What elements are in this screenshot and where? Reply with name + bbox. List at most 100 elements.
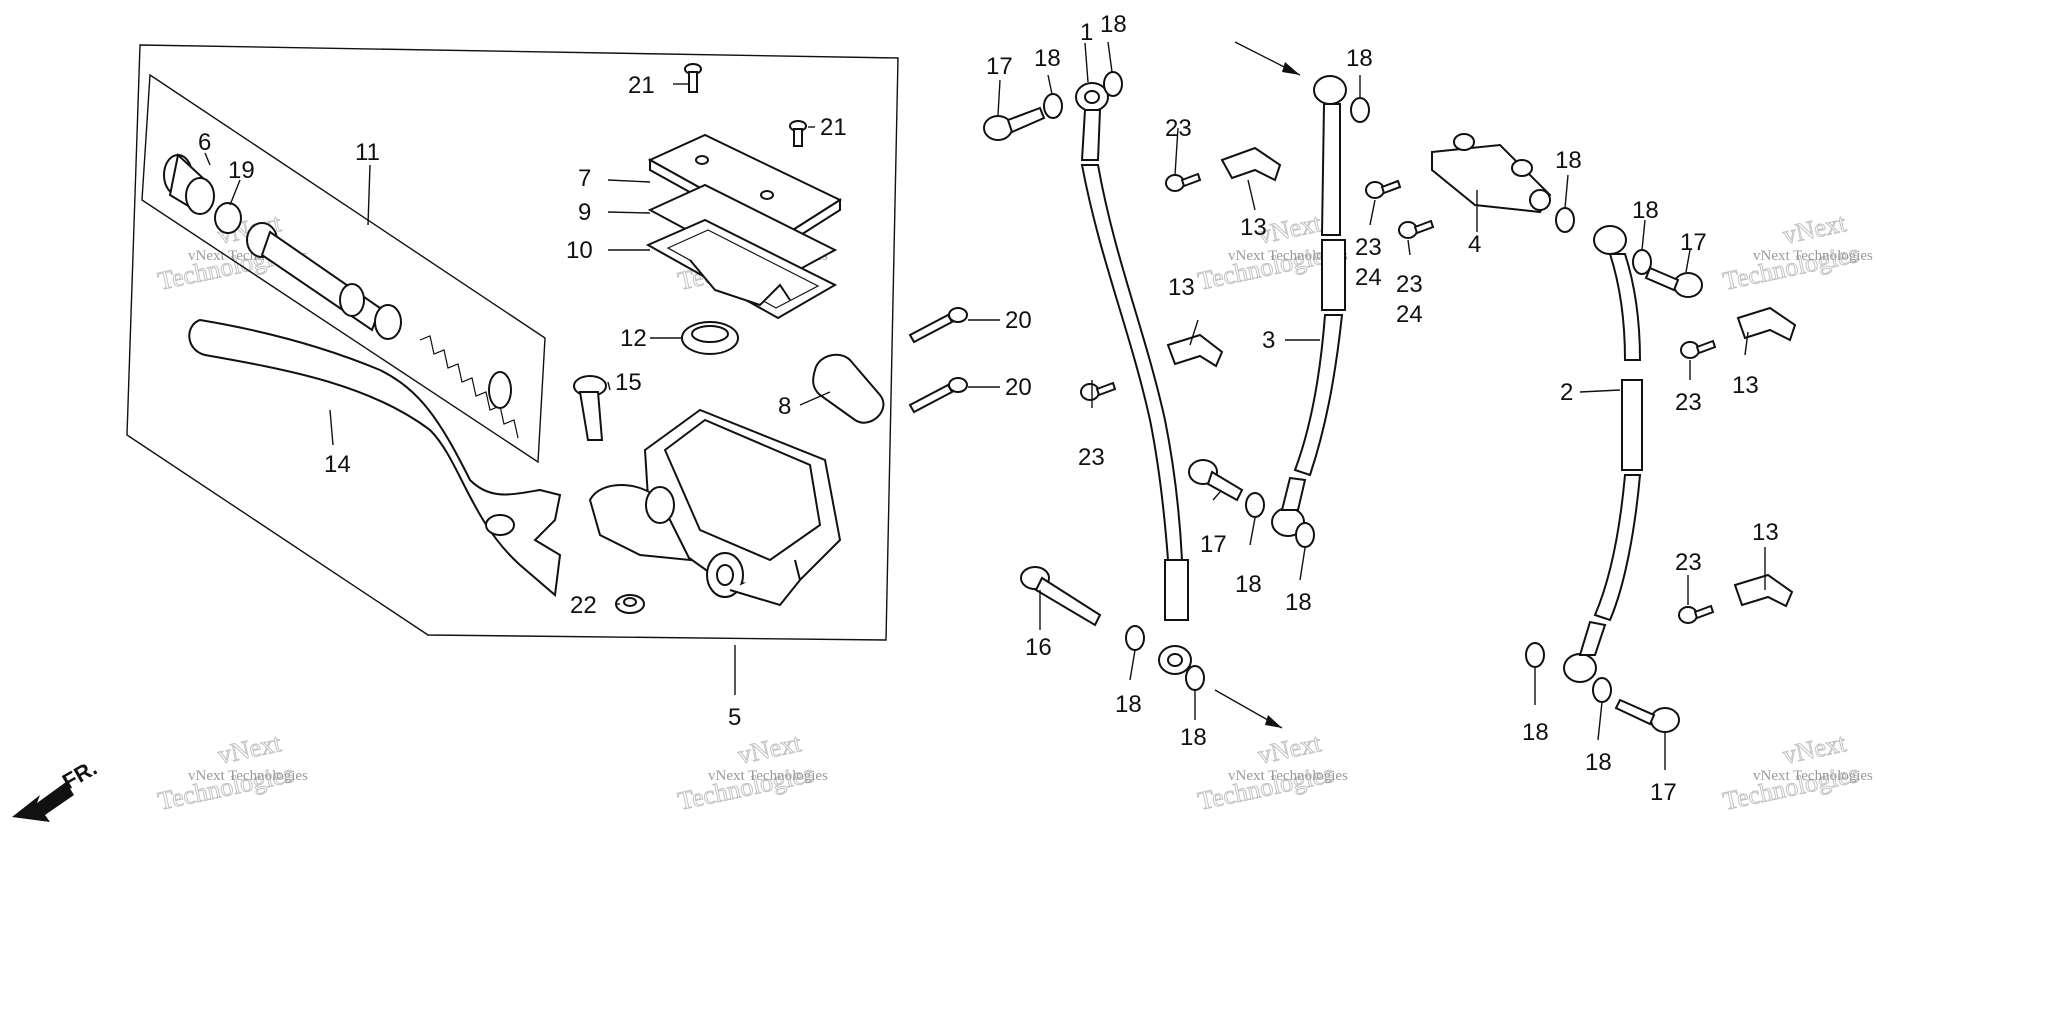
banjo-bolt-part-17 xyxy=(1188,459,1244,502)
leader-lines xyxy=(204,41,1766,770)
callout-13: 13 xyxy=(1752,519,1779,546)
watermark: vNext Technologies vNext Technologies xyxy=(675,728,828,817)
callout-18: 18 xyxy=(1585,749,1612,776)
assembly-11-outline xyxy=(141,73,546,464)
bolt-part-23 xyxy=(1398,219,1435,239)
callout-18: 18 xyxy=(1285,589,1312,616)
callout-3: 3 xyxy=(1262,327,1275,354)
callout-23: 23 xyxy=(1355,234,1382,261)
svg-text:vNext Technologies: vNext Technologies xyxy=(1228,248,1348,264)
svg-text:vNext Technologies: vNext Technologies xyxy=(708,768,828,784)
clamp-part-13 xyxy=(1220,146,1282,182)
callout-8: 8 xyxy=(778,393,791,420)
callout-21: 21 xyxy=(820,114,847,141)
callout-18: 18 xyxy=(1632,197,1659,224)
callout-18: 18 xyxy=(1522,719,1549,746)
callout-17: 17 xyxy=(1680,229,1707,256)
callout-19: 19 xyxy=(228,157,255,184)
boot-part-6 xyxy=(163,153,215,215)
callout-17: 17 xyxy=(986,53,1013,80)
callout-2: 2 xyxy=(1560,379,1573,406)
circlip-part-19 xyxy=(214,202,242,234)
washers-part-18 xyxy=(1043,71,1652,703)
brake-hose-part-3 xyxy=(1271,75,1347,537)
callout-18: 18 xyxy=(1346,45,1373,72)
banjo-bolt-part-17 xyxy=(1644,266,1703,298)
clamp-part-13 xyxy=(1736,306,1797,342)
callout-13: 13 xyxy=(1732,372,1759,399)
callout-12: 12 xyxy=(620,325,647,352)
callout-23: 23 xyxy=(1165,115,1192,142)
callout-18: 18 xyxy=(1034,45,1061,72)
screw-part-21 xyxy=(789,120,807,147)
three-way-joint-part-4 xyxy=(1431,133,1552,214)
callout-23: 23 xyxy=(1675,389,1702,416)
screw-part-21 xyxy=(684,63,702,93)
bolt-part-20 xyxy=(908,377,968,414)
bolt-part-23 xyxy=(1365,179,1402,199)
callout-1: 1 xyxy=(1080,19,1093,46)
diaphragm-part-10 xyxy=(645,218,838,320)
spring xyxy=(419,335,519,439)
callout-22: 22 xyxy=(570,592,597,619)
front-direction-marker: FR. xyxy=(12,755,101,822)
callout-9: 9 xyxy=(578,199,591,226)
callout-18: 18 xyxy=(1115,691,1142,718)
holder-part-8 xyxy=(812,353,885,424)
svg-text:vNext Technologies: vNext Technologies xyxy=(1753,768,1873,784)
bolt-part-23 xyxy=(1080,381,1117,401)
callout-11: 11 xyxy=(355,139,380,166)
callout-4: 4 xyxy=(1468,231,1481,258)
brake-hose-part-2 xyxy=(1563,225,1643,683)
callout-23: 23 xyxy=(1078,444,1105,471)
bolt-part-23 xyxy=(1680,339,1717,359)
callout-23: 23 xyxy=(1396,271,1423,298)
watermark: vNext Technologies vNext Technologies xyxy=(1195,728,1348,817)
callout-24: 24 xyxy=(1396,301,1423,328)
banjo-bolt-part-17 xyxy=(1614,698,1680,733)
callout-labels: 6 19 11 21 21 7 9 10 12 15 8 14 22 5 20 … xyxy=(198,11,1779,806)
callout-23: 23 xyxy=(1675,549,1702,576)
svg-text:vNext Technologies: vNext Technologies xyxy=(188,768,308,784)
callout-18: 18 xyxy=(1235,571,1262,598)
pivot-bolt-part-15 xyxy=(573,375,607,441)
callout-7: 7 xyxy=(578,165,591,192)
clamp-part-13 xyxy=(1733,573,1794,608)
callout-14: 14 xyxy=(324,451,351,478)
callout-24: 24 xyxy=(1355,264,1382,291)
seal-part-12 xyxy=(681,321,739,355)
callout-21: 21 xyxy=(628,72,655,99)
brake-hose-part-1 xyxy=(1075,82,1192,675)
svg-text:vNext Technologies: vNext Technologies xyxy=(1228,768,1348,784)
brake-lever-part-14 xyxy=(188,318,562,597)
callout-15: 15 xyxy=(615,369,642,396)
svg-text:vNext Technologies: vNext Technologies xyxy=(1753,248,1873,264)
flow-arrow xyxy=(1214,689,1283,729)
callout-10: 10 xyxy=(566,237,593,264)
callout-5: 5 xyxy=(728,704,741,731)
nut-part-22 xyxy=(615,594,645,614)
watermark: vNext Technologies vNext Technologies xyxy=(155,728,308,817)
bolt-part-16 xyxy=(1020,566,1102,627)
callout-6: 6 xyxy=(198,129,211,156)
bolt-part-23 xyxy=(1678,604,1715,624)
callout-18: 18 xyxy=(1180,724,1207,751)
bolt-part-23 xyxy=(1165,172,1202,192)
callout-16: 16 xyxy=(1025,634,1052,661)
callout-18: 18 xyxy=(1100,11,1127,38)
callout-17: 17 xyxy=(1200,531,1227,558)
assembly-5-outline xyxy=(126,44,899,641)
callout-13: 13 xyxy=(1168,274,1195,301)
master-cylinder-body xyxy=(588,408,842,607)
piston xyxy=(246,222,402,340)
clamp-part-13 xyxy=(1166,333,1224,368)
watermark: vNext Technologies vNext Technologies xyxy=(1720,728,1873,817)
watermark: vNext Technologies vNext Technologies xyxy=(1720,208,1873,297)
bolt-part-20 xyxy=(908,307,968,344)
banjo-bolt-part-17 xyxy=(983,106,1046,141)
callout-17: 17 xyxy=(1650,779,1677,806)
callout-20: 20 xyxy=(1005,307,1032,334)
flow-arrow xyxy=(1234,41,1301,76)
callout-20: 20 xyxy=(1005,374,1032,401)
